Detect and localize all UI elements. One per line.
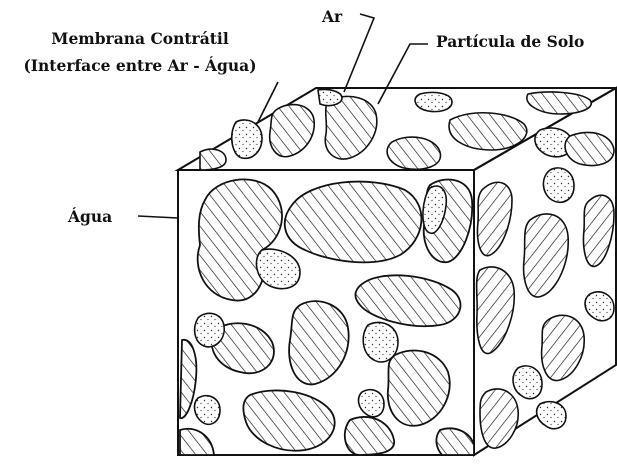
side-face-regions — [477, 168, 614, 448]
water-label: Água — [67, 207, 112, 226]
membrane-label-line2: (Interface entre Ar - Água) — [23, 56, 256, 75]
air-leader-line — [344, 14, 374, 92]
membrane-label-line1: Membrana Contrátil — [51, 29, 229, 48]
top-face-regions — [200, 89, 614, 170]
water-leader-line — [138, 216, 178, 218]
soil-particle-label: Partícula de Solo — [436, 32, 584, 51]
air-label: Ar — [321, 7, 343, 26]
